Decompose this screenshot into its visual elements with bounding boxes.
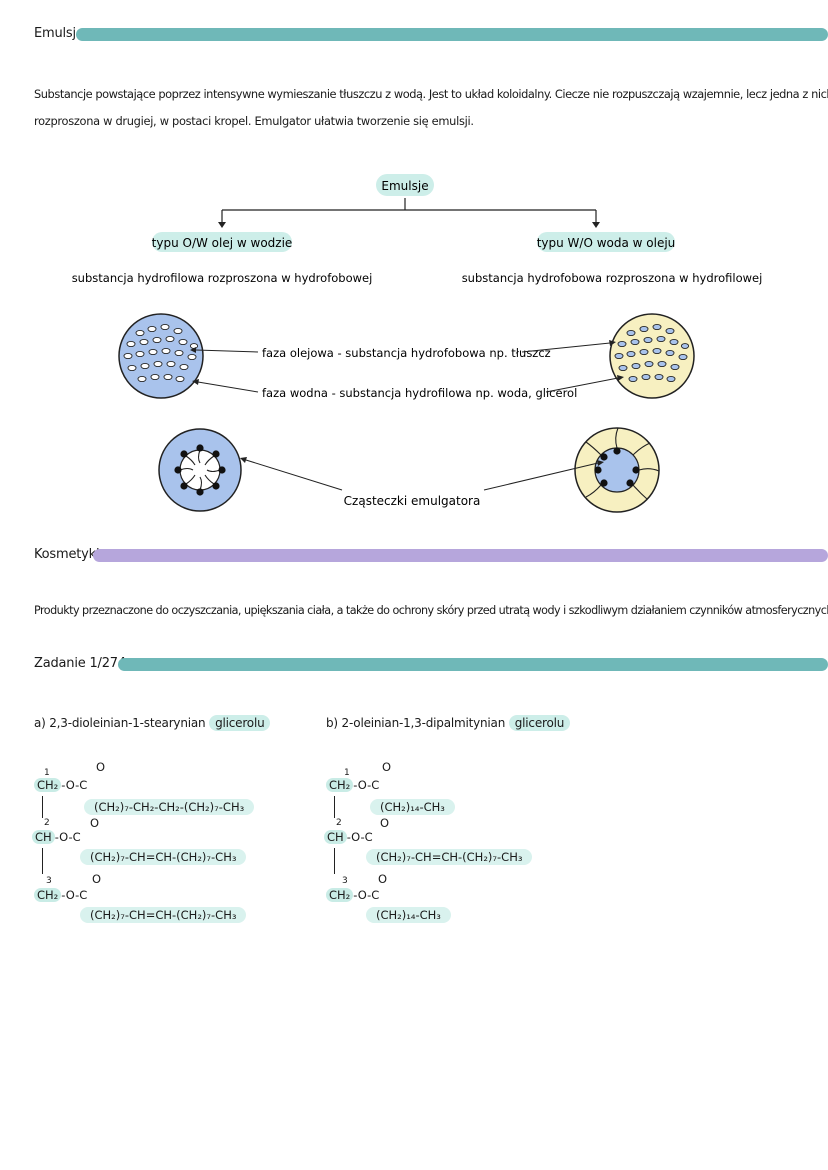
a-bond-2-3	[42, 848, 43, 874]
left-description: substancja hydrofilowa rozproszona w hyd…	[72, 271, 373, 285]
formula-b: 1 O CH₂-O-C (CH₂)₁₄-CH₃ 2 O CH-O-C (CH₂)…	[322, 760, 582, 960]
a-chain-1: (CH₂)₇-CH₂-CH₂-(CH₂)₇-CH₃	[84, 799, 255, 815]
b-carbon-1: CH₂	[326, 778, 354, 792]
oil-phase-label: faza olejowa - substancja hydrofobowa np…	[262, 346, 551, 360]
a-row-1: CH₂-O-C	[34, 778, 87, 792]
b-chain-3: (CH₂)₁₄-CH₃	[366, 907, 451, 923]
a-carbon-number-2: 2	[44, 818, 50, 828]
wo-micelle	[574, 427, 660, 513]
right-description: substancja hydrofobowa rozproszona w hyd…	[462, 271, 763, 285]
water-phase-label: faza wodna - substancja hydrofilowa np. …	[262, 386, 577, 400]
a-oxygen-2: O	[90, 816, 100, 830]
formula-a: 1 O CH₂-O-C (CH₂)₇-CH₂-CH₂-(CH₂)₇-CH₃ 2 …	[30, 760, 300, 960]
b-chain-2: (CH₂)₇-CH=CH-(CH₂)₇-CH₃	[366, 849, 533, 865]
b-ester-3: -O-C	[353, 888, 380, 902]
a-carbon-number-1: 1	[44, 768, 50, 778]
task-b-highlight: glicerolu	[508, 715, 571, 731]
a-row-3: CH₂-O-C	[34, 888, 87, 902]
b-carbon-number-3: 3	[342, 876, 348, 886]
kosmetyki-paragraph: Produkty przeznaczone do oczyszczania, u…	[34, 604, 828, 617]
emulsje-paragraph-line-2: rozproszona w drugiej, w postaci kropel.…	[34, 114, 474, 128]
a-oxygen-3: O	[92, 872, 102, 886]
a-oxygen-1: O	[96, 760, 106, 774]
ow-micelle	[158, 428, 242, 512]
a-chain-1-text: (CH₂)₇-CH₂-CH₂-(CH₂)₇-CH₃	[84, 799, 255, 815]
a-carbon-1: CH₂	[34, 778, 62, 792]
b-row-1: CH₂-O-C	[326, 778, 379, 792]
a-carbon-2: CH	[32, 830, 55, 844]
b-ester-2: -O-C	[346, 830, 373, 844]
wo-emulsion-circle	[609, 313, 695, 399]
b-carbon-number-2: 2	[336, 818, 342, 828]
emulsje-paragraph: Substancje powstające poprzez intensywne…	[34, 81, 828, 135]
b-carbon-2: CH	[324, 830, 347, 844]
a-chain-3: (CH₂)₇-CH=CH-(CH₂)₇-CH₃	[80, 907, 247, 923]
task-b-label: b) 2-oleinian-1,3-dipalmitynian glicerol…	[326, 715, 571, 731]
right-type-label: typu W/O woda w oleju	[537, 236, 676, 250]
a-ester-2: -O-C	[54, 830, 81, 844]
b-chain-2-text: (CH₂)₇-CH=CH-(CH₂)₇-CH₃	[366, 849, 533, 865]
b-chain-1-text: (CH₂)₁₄-CH₃	[370, 799, 455, 815]
a-chain-2: (CH₂)₇-CH=CH-(CH₂)₇-CH₃	[80, 849, 247, 865]
emulsje-paragraph-line-1: Substancje powstające poprzez intensywne…	[34, 87, 828, 101]
section-bar-kosmetyki	[93, 549, 828, 562]
b-chain-1: (CH₂)₁₄-CH₃	[370, 799, 455, 815]
left-type-label: typu O/W olej w wodzie	[152, 236, 293, 250]
b-row-3: CH₂-O-C	[326, 888, 379, 902]
a-carbon-number-3: 3	[46, 876, 52, 886]
task-a-name: a) 2,3-dioleinian-1-stearynian	[34, 716, 206, 730]
emulsion-diagram: Emulsje typu O/W olej w wodzie substancj…	[72, 174, 763, 513]
a-ester-1: -O-C	[61, 778, 88, 792]
a-bond-1-2	[42, 796, 43, 818]
a-chain-3-text: (CH₂)₇-CH=CH-(CH₂)₇-CH₃	[80, 907, 247, 923]
section-title-zadanie: Zadanie 1/274	[34, 656, 126, 671]
section-title-kosmetyki: Kosmetyki	[34, 547, 100, 562]
a-chain-2-text: (CH₂)₇-CH=CH-(CH₂)₇-CH₃	[80, 849, 247, 865]
b-ester-1: -O-C	[353, 778, 380, 792]
b-chain-3-text: (CH₂)₁₄-CH₃	[366, 907, 451, 923]
section-bar-zadanie	[118, 658, 828, 671]
section-bar-emulsje	[76, 28, 828, 41]
root-highlight	[376, 174, 434, 196]
b-carbon-3: CH₂	[326, 888, 354, 902]
a-row-2: CH-O-C	[32, 830, 81, 844]
b-carbon-number-1: 1	[344, 768, 350, 778]
ow-emulsion-circle	[118, 313, 204, 399]
diagram-root-label: Emulsje	[381, 179, 428, 193]
b-oxygen-1: O	[382, 760, 392, 774]
a-carbon-3: CH₂	[34, 888, 62, 902]
b-oxygen-2: O	[380, 816, 390, 830]
emulsifier-label: Cząsteczki emulgatora	[344, 494, 481, 508]
task-a-highlight: glicerolu	[209, 715, 271, 731]
task-a-label: a) 2,3-dioleinian-1-stearynian glicerolu	[34, 715, 271, 731]
b-bond-1-2	[334, 796, 335, 818]
b-oxygen-3: O	[378, 872, 388, 886]
a-ester-3: -O-C	[61, 888, 88, 902]
task-b-name: b) 2-oleinian-1,3-dipalmitynian	[326, 716, 506, 730]
section-title-emulsje: Emulsje	[34, 26, 84, 41]
b-row-2: CH-O-C	[324, 830, 373, 844]
b-bond-2-3	[334, 848, 335, 874]
